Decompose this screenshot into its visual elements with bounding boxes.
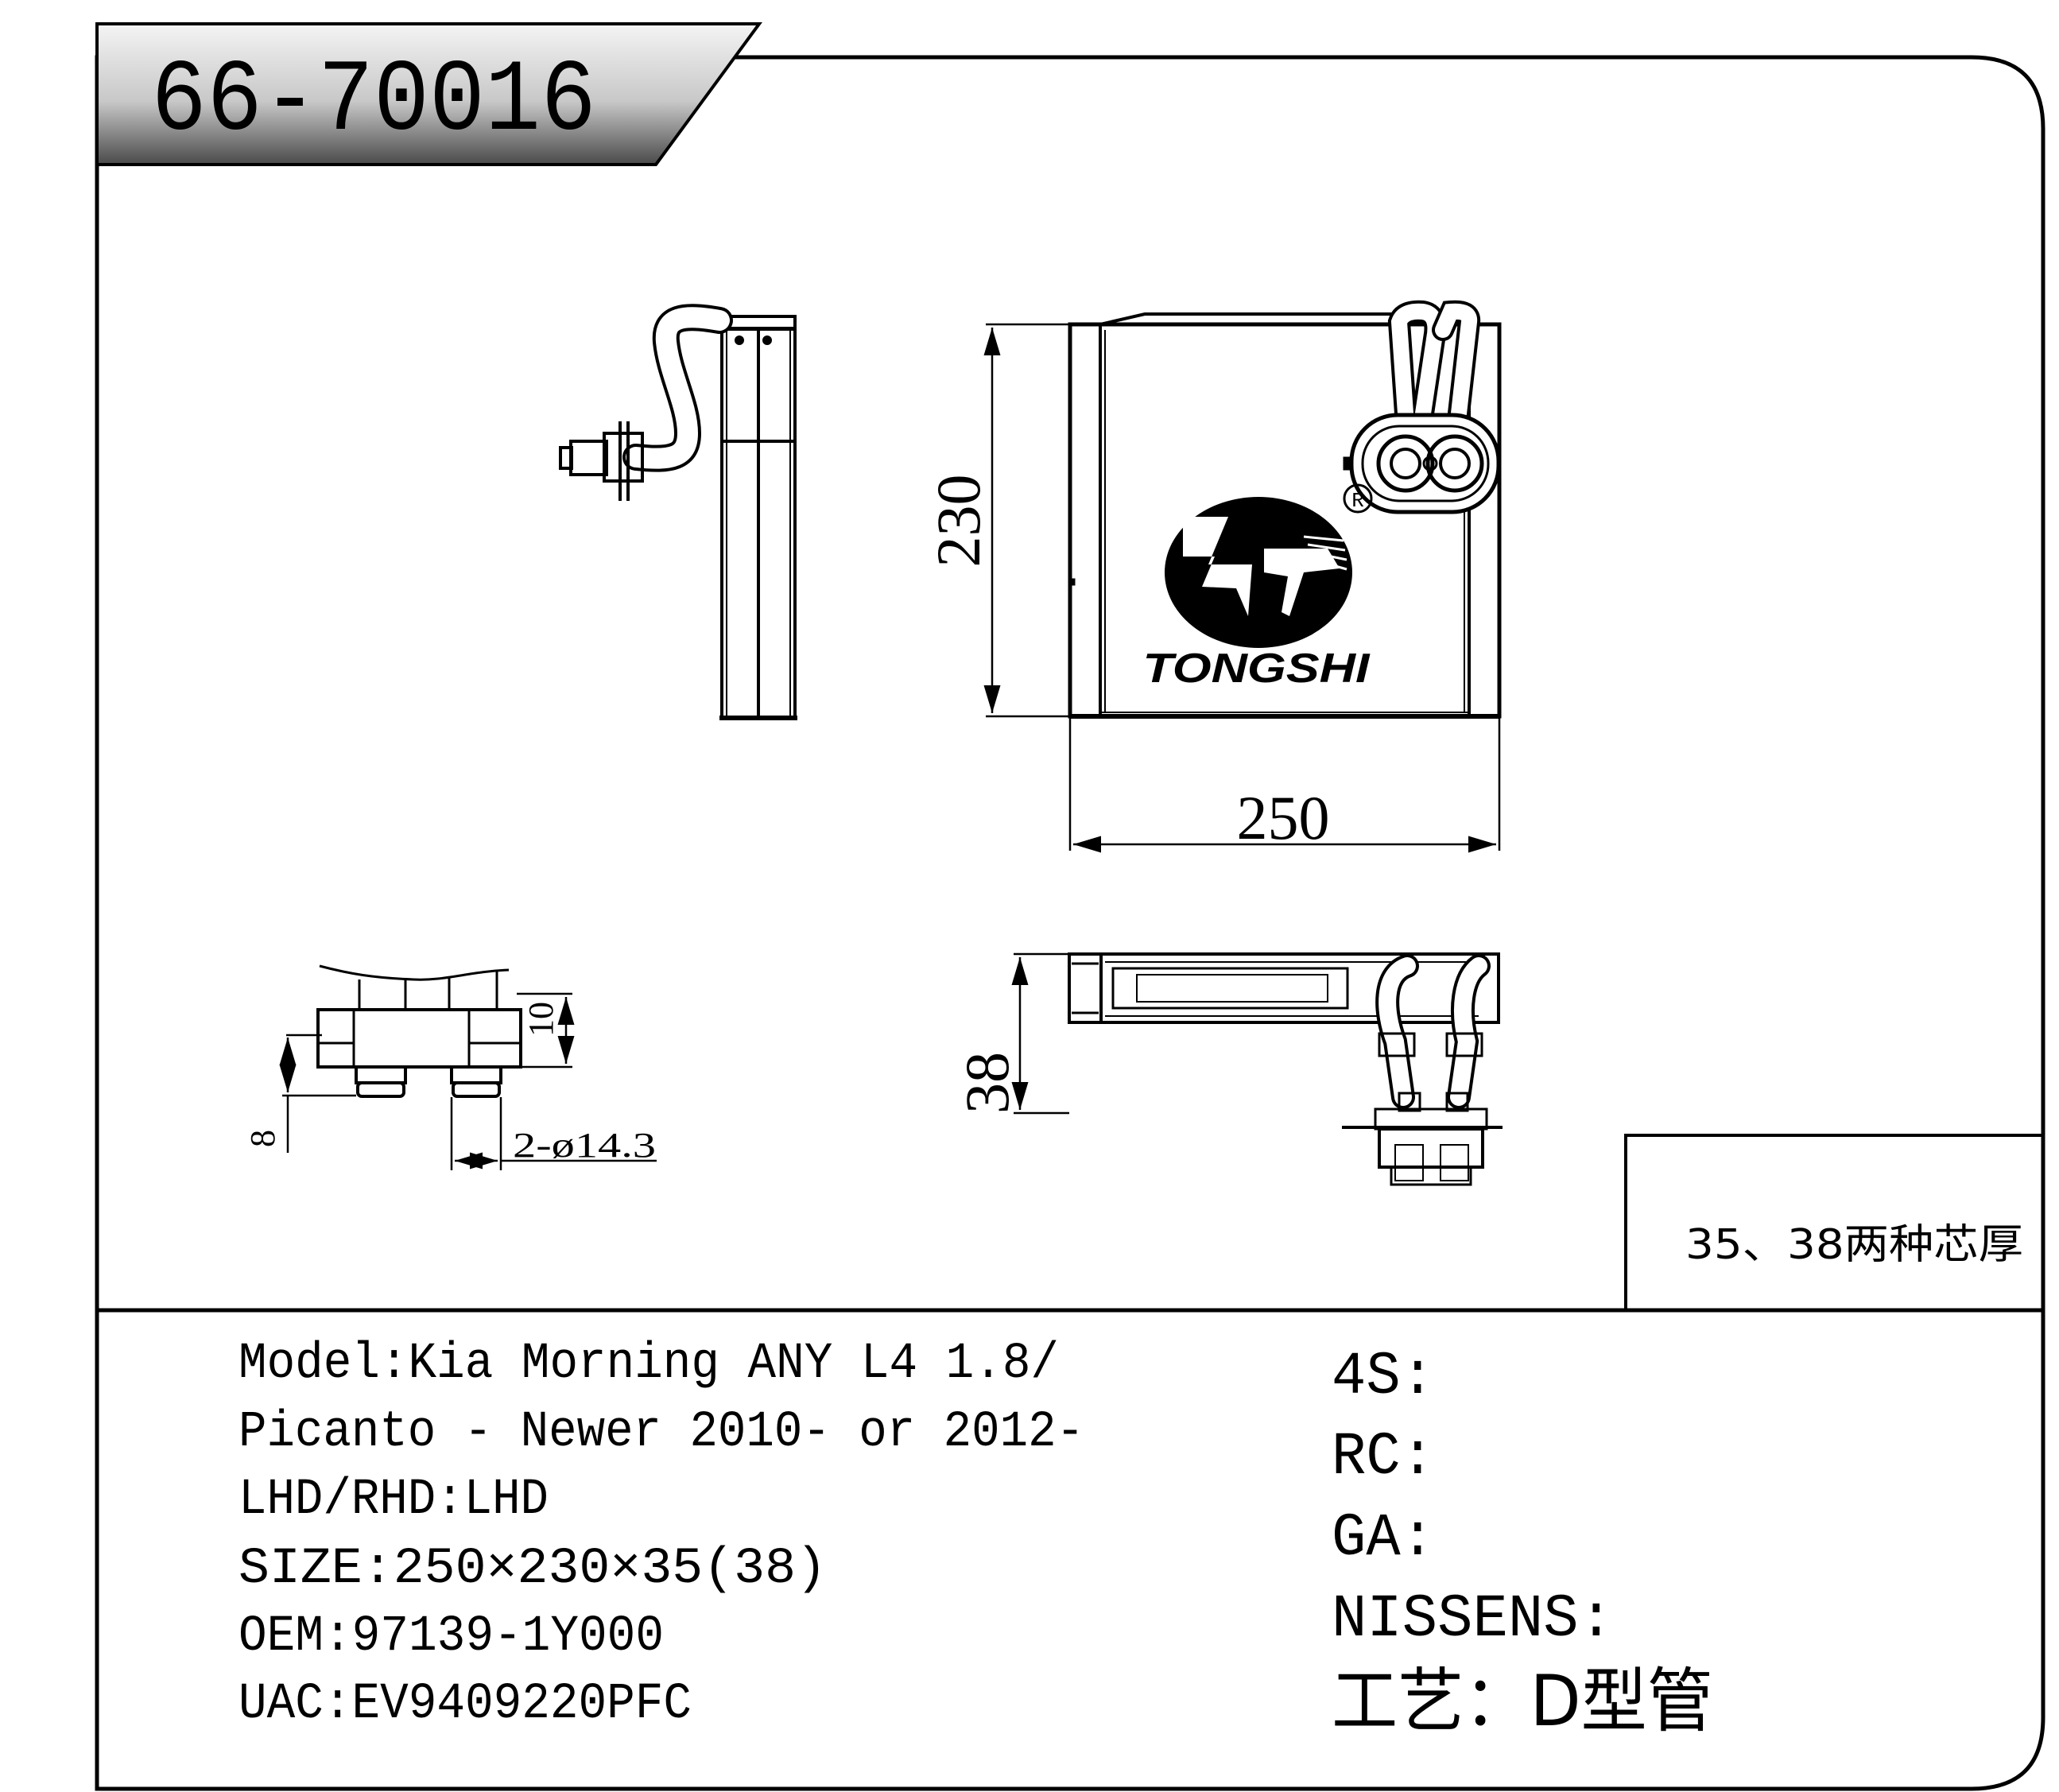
spec-oem: OEM:97139-1Y000 [238,1608,664,1666]
flange-offset-value: 8 [243,1130,282,1147]
flange-height-value: 10 [522,1002,560,1037]
spec-block: Model:Kia Morning ANY L4 1.8/ Picanto - … [238,1336,1084,1733]
spec-model-line1: Model:Kia Morning ANY L4 1.8/ [238,1336,1059,1393]
registered-mark: R [1351,489,1364,513]
tongshi-logo: R TONGSHI [1143,483,1373,692]
dimension-height [983,323,1070,718]
xref-process: 工艺：D型管 [1332,1660,1713,1742]
side-view [559,304,797,720]
height-value: 230 [924,475,993,568]
note-box [1624,1134,2045,1312]
part-number-tab: 66-70016 [95,22,762,166]
spec-model-line2: Picanto - Newer 2010- or 2012- [238,1404,1084,1461]
spec-uac: UAC:EV9409220PFC [238,1676,692,1733]
spec-size: SIZE:250×230×35(38) [238,1541,827,1598]
cross-reference-block: 4S: RC: GA: NISSENS: 工艺：D型管 [1332,1343,1713,1742]
flange-detail [316,964,522,1098]
xref-nissens: NISSENS: [1332,1585,1614,1654]
dimension-thickness [1011,952,1069,1115]
part-number: 66-70016 [151,45,596,160]
top-view [1068,952,1503,1186]
xref-4s: 4S: [1332,1343,1435,1411]
width-value: 250 [1237,783,1330,852]
dimension-flange [279,992,657,1170]
thickness-value: 38 [952,1052,1022,1114]
front-view [1068,300,1502,719]
logo-brand: TONGSHI [1143,646,1371,692]
xref-rc: RC: [1332,1423,1435,1491]
pipe-diameter-value: 2-ø14.3 [513,1126,656,1165]
spec-lhd-rhd: LHD/RHD:LHD [238,1472,549,1529]
sheet-frame [95,55,2045,1791]
registered-mark-icon [1343,483,1373,514]
dimension-width [1068,716,1501,853]
xref-ga: GA: [1332,1504,1435,1573]
core-thickness-note: 35、38两种芯厚 [1685,1221,2023,1269]
